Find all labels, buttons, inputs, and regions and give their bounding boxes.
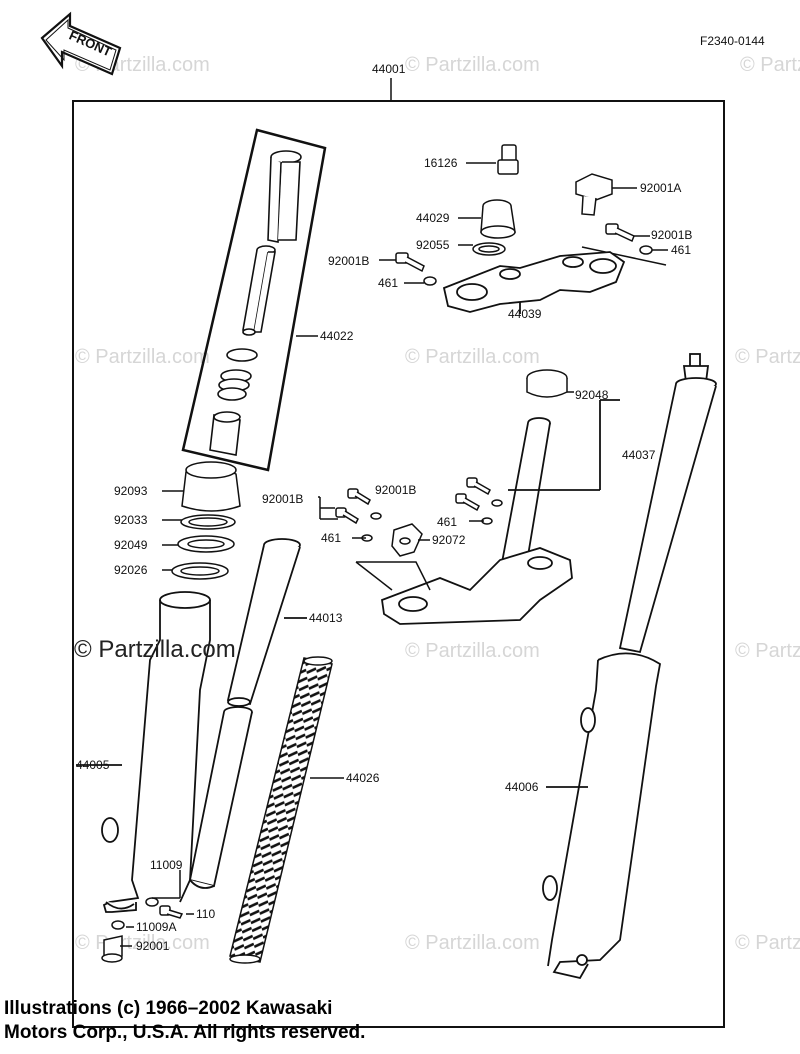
part-44026-spring xyxy=(229,656,344,964)
part-label: 92055 xyxy=(416,238,450,252)
part-44039-upper-bracket xyxy=(442,251,626,314)
watermark: © Partzilla.com xyxy=(405,932,540,954)
watermark: © Partzilla.com xyxy=(735,346,800,368)
part-92048-seal xyxy=(526,369,574,398)
front-arrow-icon xyxy=(40,11,122,76)
figure-ref-code: F2340-0144 xyxy=(700,34,765,48)
part-label: 92001 xyxy=(136,939,170,953)
part-92055-oring xyxy=(458,242,506,256)
part-lower-bolts xyxy=(318,477,503,591)
part-92001A-bolt xyxy=(575,173,637,216)
watermark: © Partzilla.com xyxy=(405,54,540,76)
copyright-line-1: Illustrations (c) 1966–2002 Kawasaki xyxy=(4,998,333,1019)
watermark: © Partzilla.com xyxy=(735,640,800,662)
part-44006-right-fork xyxy=(542,353,717,980)
watermark: © Partzilla.com xyxy=(740,54,800,76)
watermark: © Partzilla.com xyxy=(75,346,210,368)
part-label: 92072 xyxy=(432,533,466,547)
part-92001B-bolt-left xyxy=(379,252,437,286)
part-label: 44039 xyxy=(508,307,542,321)
part-label: 92001B xyxy=(375,483,417,497)
watermark: © Partzilla.com xyxy=(405,346,540,368)
watermark: © Partzilla.com xyxy=(405,640,540,662)
part-92001B-bolt-right xyxy=(581,223,668,266)
part-label: 92048 xyxy=(575,388,609,402)
part-label: 92001B xyxy=(328,254,370,268)
part-label: 44026 xyxy=(346,771,380,785)
part-label: 44022 xyxy=(320,329,354,343)
part-label: 44029 xyxy=(416,211,450,225)
part-label: 92001A xyxy=(640,181,682,195)
part-44037-stem-bracket xyxy=(381,399,620,625)
part-label: 461 xyxy=(321,531,342,545)
part-44005-outer-tube xyxy=(76,591,211,913)
diagram-frame xyxy=(72,100,725,1028)
part-label: 44006 xyxy=(505,780,539,794)
part-label: 461 xyxy=(437,515,458,529)
watermark: © Partzilla.com xyxy=(735,932,800,954)
part-label: 44013 xyxy=(309,611,343,625)
part-label: 16126 xyxy=(424,156,458,170)
part-label: 461 xyxy=(378,276,399,290)
part-44013-inner-tube xyxy=(188,538,307,889)
part-label: 110 xyxy=(196,907,216,921)
kit-box-44022 xyxy=(181,128,327,472)
part-label: 44037 xyxy=(622,448,656,462)
part-label: 11009 xyxy=(150,858,183,872)
part-label: 92026 xyxy=(114,563,148,577)
part-label: 92049 xyxy=(114,538,148,552)
part-label: 92033 xyxy=(114,513,148,527)
part-label: 92001B xyxy=(262,492,304,506)
part-label: 44005 xyxy=(76,758,110,772)
part-label: 11009A xyxy=(136,920,177,934)
part-44029-adjuster xyxy=(458,199,516,239)
part-16126-cap-bolt xyxy=(466,144,519,175)
part-bottom-bolts xyxy=(101,870,194,963)
part-label: 92001B xyxy=(651,228,693,242)
copyright-line-2: Motors Corp., U.S.A. All rights reserved… xyxy=(4,1022,366,1043)
part-seal-stack xyxy=(162,461,241,580)
part-label: 92093 xyxy=(114,484,148,498)
damper-rod xyxy=(209,150,302,456)
part-label: 461 xyxy=(671,243,692,257)
part-label: 44001 xyxy=(372,62,406,76)
watermark-prominent: © Partzilla.com xyxy=(74,636,236,663)
